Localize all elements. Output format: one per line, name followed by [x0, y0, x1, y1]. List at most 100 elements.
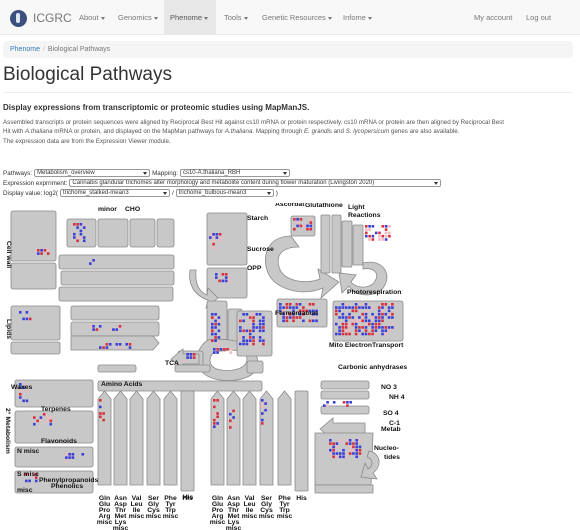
lipids-arrow-cells	[118, 346, 122, 349]
photorespiration-cells	[338, 329, 341, 332]
mito-cells	[288, 316, 292, 319]
aa-column-6[interactable]	[210, 390, 225, 486]
s-misc-block[interactable]	[14, 470, 94, 494]
aa-cells-3	[229, 412, 232, 416]
opp-cells	[217, 342, 221, 346]
flavonoids-cells	[49, 419, 53, 423]
starch-block[interactable]	[206, 212, 248, 266]
numerator-select[interactable]: trichome_stalked-mean3	[59, 189, 170, 197]
breadcrumb-current: Biological Pathways	[47, 46, 111, 53]
tca-cells	[222, 348, 226, 351]
label-photorespiration: Photorespiration	[347, 289, 401, 296]
lipids-block-3[interactable]	[70, 321, 160, 337]
nav-log-out[interactable]: Log out	[526, 13, 552, 22]
nucleotide-base[interactable]	[314, 484, 374, 494]
aa-column-3[interactable]	[146, 390, 161, 486]
lipids-row-cells	[95, 328, 99, 331]
lipids-block-1[interactable]	[10, 305, 61, 341]
denominator-select[interactable]: trichome_bulbous-mean3	[175, 189, 274, 197]
fermentation-cells	[258, 329, 262, 333]
aa-column-9[interactable]	[259, 390, 274, 486]
nucleotide-cells	[358, 439, 362, 442]
aa-column-8[interactable]	[242, 390, 257, 486]
nav-phenome[interactable]: Phenome	[164, 0, 216, 35]
no3-block-2[interactable]	[320, 390, 370, 400]
lipids-arrow-cells	[99, 346, 102, 349]
photorespiration-cells	[348, 322, 351, 326]
glutathione-bar-1[interactable]	[320, 214, 331, 274]
aa-column-label: Trp	[165, 507, 176, 514]
minor-cho-block-2[interactable]	[97, 218, 129, 248]
cell-wall-block-3[interactable]	[58, 254, 175, 270]
cell-wall-block-5[interactable]	[58, 286, 174, 302]
nav-about[interactable]: About	[73, 0, 111, 35]
flavonoids-block[interactable]	[14, 410, 94, 444]
sucrose-arrow[interactable]	[189, 269, 219, 310]
photorespiration-cells	[381, 329, 384, 332]
breadcrumb-phenome-link[interactable]: Phenome	[10, 46, 40, 53]
fermentation-cells	[262, 319, 265, 323]
flavonoids-cells	[46, 416, 49, 419]
nucleotide-cells	[352, 445, 355, 449]
pathways-select[interactable]: Metabolism_overview	[34, 169, 151, 177]
nucleotide-cells	[358, 452, 362, 455]
aa-column-0[interactable]	[97, 390, 112, 486]
amino-acids-bar[interactable]	[97, 380, 263, 392]
aa-cells-2	[216, 399, 219, 402]
minor-cho-cells	[73, 236, 76, 239]
cell-wall-block-2[interactable]	[10, 262, 57, 290]
no3-block-1[interactable]	[320, 380, 370, 390]
cell-wall-block-4[interactable]	[60, 270, 175, 286]
nav-infome[interactable]: Infome	[337, 0, 378, 35]
lipids-block-4[interactable]	[10, 341, 61, 355]
nav-tools[interactable]: Tools	[218, 0, 254, 35]
nav-genetic-resources[interactable]: Genetic Resources	[256, 0, 338, 35]
mapping-select[interactable]: cs10-A.thaliana_RBH	[179, 169, 290, 177]
glutathione-bar-3[interactable]	[341, 220, 353, 268]
lipids-block-2[interactable]	[70, 305, 160, 321]
photorespiration-swirl[interactable]	[338, 261, 388, 296]
flavonoids-cells	[49, 422, 53, 426]
aa-column-label: Tyr	[279, 501, 289, 508]
aa-column-2[interactable]	[129, 390, 144, 486]
minor-cho-block-3[interactable]	[129, 218, 156, 248]
aa-column-his-5[interactable]	[180, 390, 195, 492]
photorespiration-cells	[335, 309, 338, 313]
photorespiration-cells	[341, 322, 345, 326]
tca-right-block[interactable]	[246, 360, 264, 374]
brand[interactable]: ICGRC	[10, 9, 72, 27]
nav-genomics[interactable]: Genomics	[112, 0, 164, 35]
glutathione-bar-4[interactable]	[352, 224, 364, 266]
mito-cells	[285, 319, 289, 323]
photorespiration-cells	[371, 322, 374, 326]
so4-block[interactable]	[320, 405, 370, 415]
nucleotide-cells	[355, 452, 358, 455]
photorespiration-cells	[361, 326, 364, 329]
experiment-select[interactable]: Cannabis glandular trichomes alter morph…	[69, 179, 442, 187]
fermentation-cells	[255, 326, 259, 329]
aa-column-7[interactable]	[226, 390, 241, 486]
glutathione-bar-2[interactable]	[331, 214, 342, 274]
minor-cho-block-4[interactable]	[156, 218, 175, 248]
photorespiration-cells	[368, 332, 371, 336]
waxes-terpenes-block[interactable]	[14, 379, 94, 408]
mito-cells	[288, 303, 292, 306]
lipids-arrow-block[interactable]	[70, 335, 160, 351]
n-misc-block[interactable]	[14, 446, 94, 468]
nav-my-account[interactable]: My account	[474, 13, 513, 22]
aa-column-1[interactable]	[113, 390, 128, 486]
amino-acids-sub-bar-1[interactable]	[97, 364, 137, 373]
lipids-arrow-cells	[108, 343, 112, 346]
aa-column-10[interactable]	[277, 390, 292, 486]
aa-column-label: misc	[129, 513, 145, 520]
amino-acids-sub-bar-2[interactable]	[174, 364, 211, 373]
lipids-row-cells	[115, 328, 118, 331]
light-reactions-swirl[interactable]	[265, 235, 340, 300]
aa-column-his-11[interactable]	[294, 390, 309, 492]
photorespiration-cells	[381, 316, 384, 319]
nucleotide-cycle-arrow[interactable]	[360, 450, 380, 480]
aa-column-4[interactable]	[163, 390, 178, 486]
photorespiration-cells	[361, 303, 364, 306]
cell-wall-block-1[interactable]	[10, 210, 57, 262]
aa-cells-3	[229, 419, 232, 423]
